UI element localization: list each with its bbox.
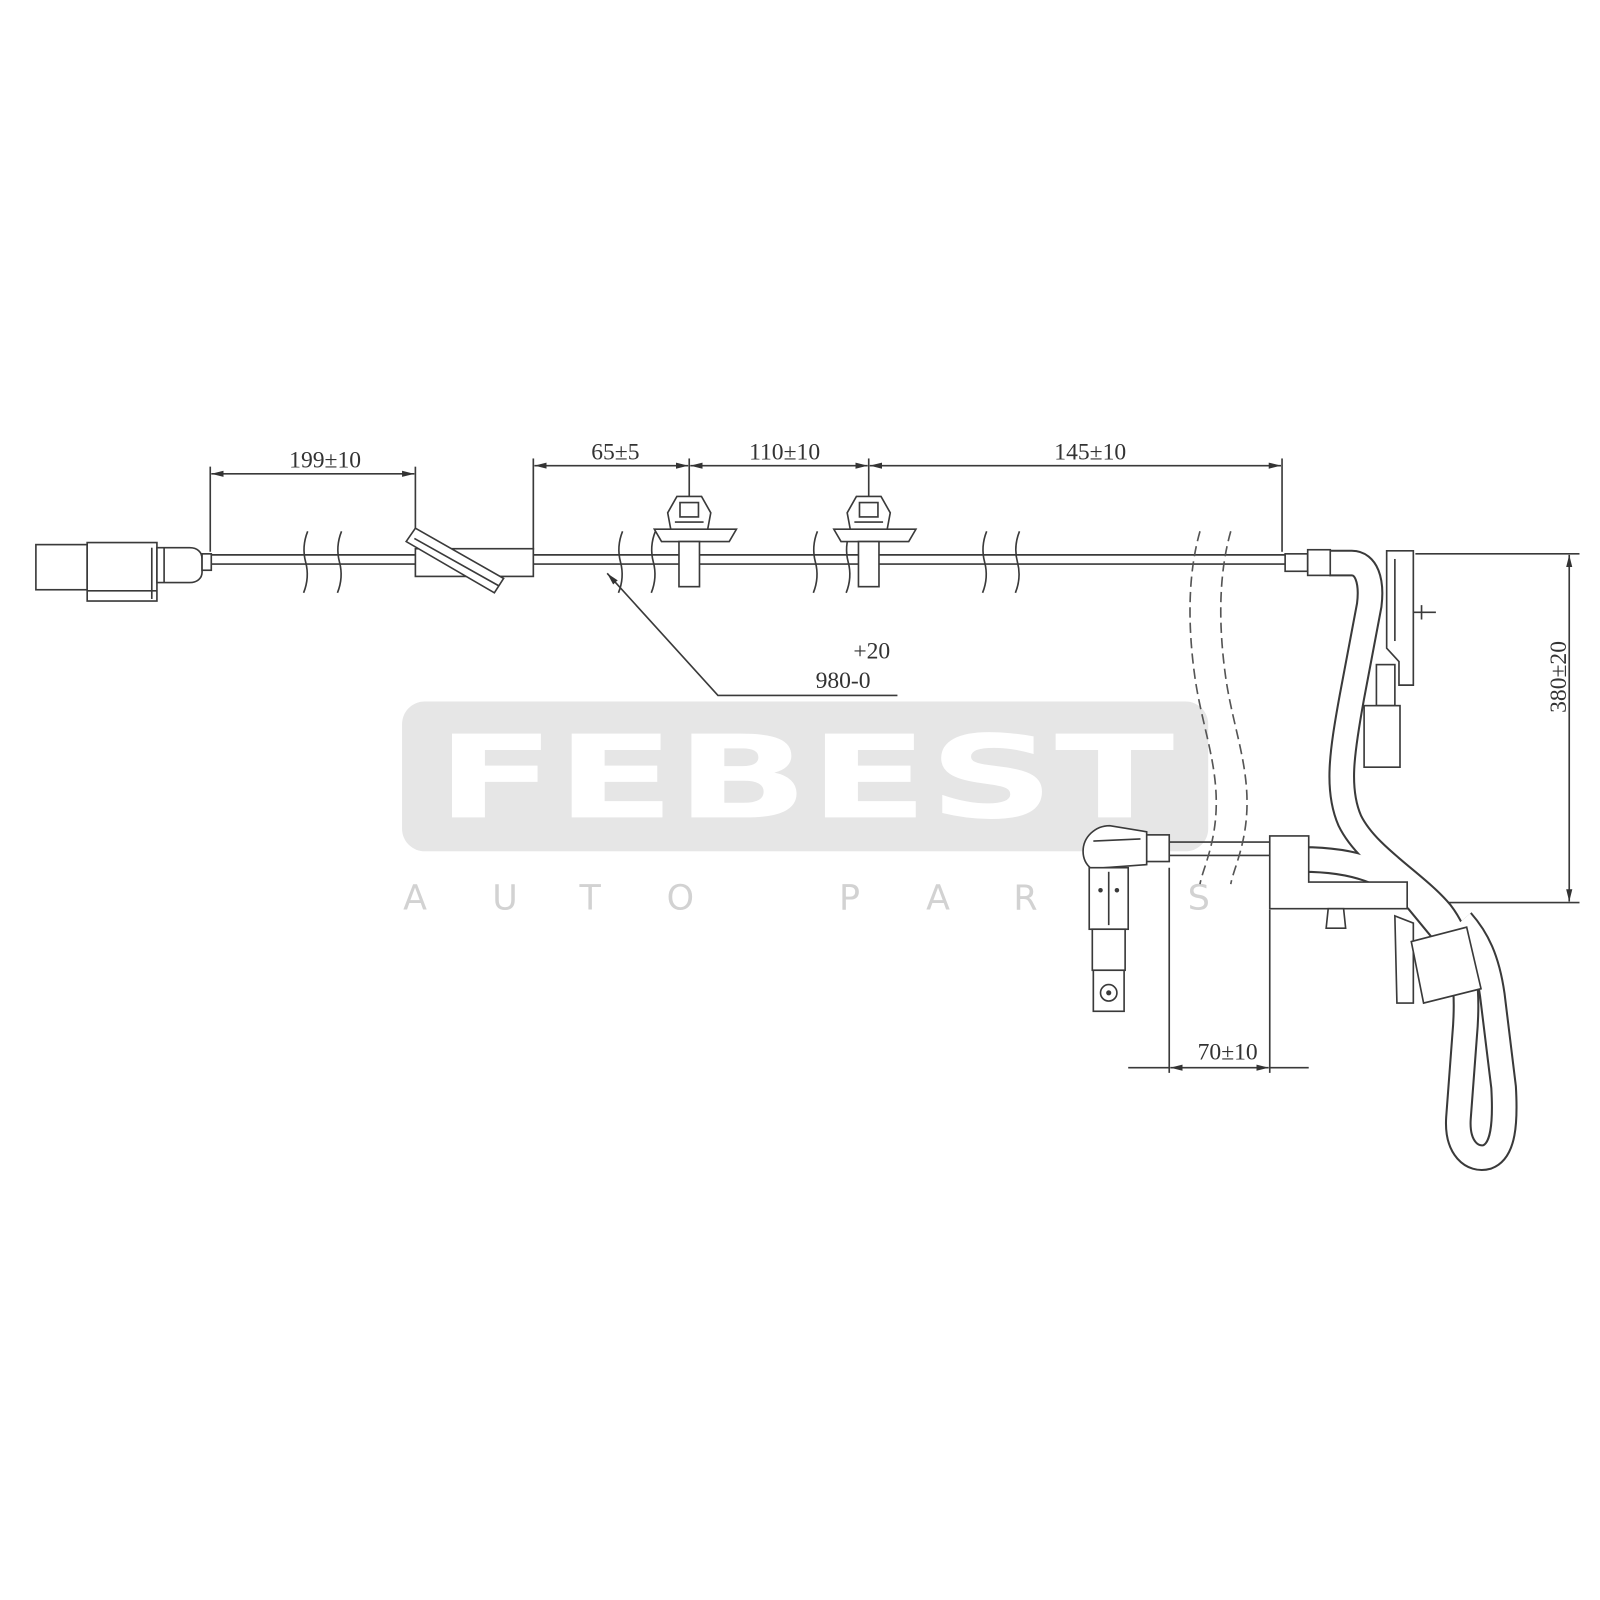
upper-mounting-bracket xyxy=(1363,549,1436,768)
tube-clamp xyxy=(1410,926,1483,1005)
break-marks xyxy=(302,530,1021,594)
dimension-label: 110±10 xyxy=(749,439,820,465)
dimension-label: 65±5 xyxy=(591,439,639,465)
cable-clip-1 xyxy=(652,495,738,588)
dimension-total-length: +20 980-0 xyxy=(606,572,898,697)
dimension-sensor-offset: 70±10 xyxy=(1128,867,1309,1073)
cable xyxy=(211,554,1287,857)
dimension-connector-to-grommet: 199±10 xyxy=(209,448,417,552)
dimension-label: 145±10 xyxy=(1054,439,1126,465)
tube-end-fitting xyxy=(1284,548,1332,577)
dimension-label: 70±10 xyxy=(1198,1039,1258,1065)
total-length-label: 980-0 xyxy=(816,668,871,694)
grommet-bracket xyxy=(404,527,535,594)
cable-clip-2 xyxy=(832,495,918,588)
total-length-tolerance: +20 xyxy=(853,638,890,664)
dimension-label: 380±20 xyxy=(1546,641,1572,713)
watermark-brand: FEBEST xyxy=(436,711,1174,845)
harness-connector xyxy=(35,541,213,602)
dimension-label: 199±10 xyxy=(289,448,361,474)
dimension-vertical-drop: 380±20 xyxy=(1409,553,1580,904)
watermark-badge xyxy=(402,701,1209,852)
lower-mounting-bracket xyxy=(1268,835,1415,1004)
wheel-speed-sensor xyxy=(1082,824,1171,1013)
long-break-lines xyxy=(1189,531,1248,885)
dimension-chain-top: 65±5 110±10 145±10 xyxy=(532,439,1283,552)
